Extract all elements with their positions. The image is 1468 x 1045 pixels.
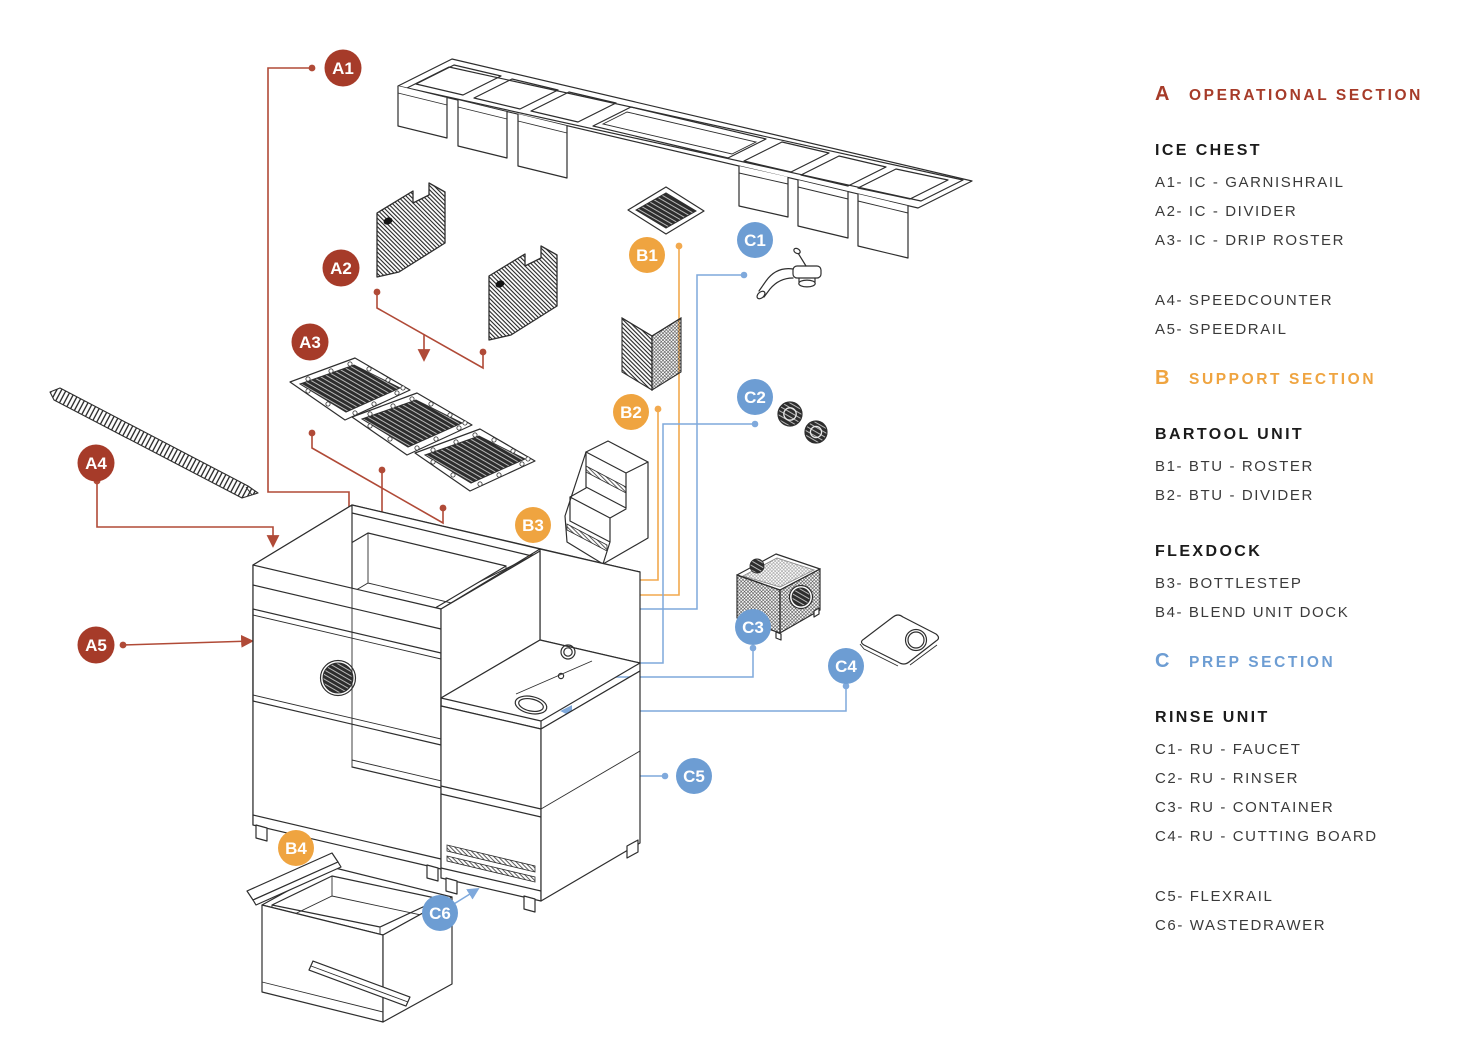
legend-item-b2: B2- BTU - DIVIDER xyxy=(1155,487,1314,504)
svg-text:A2: A2 xyxy=(330,259,352,278)
wastedrawer-drawing xyxy=(246,852,453,1023)
section-heading-a: A OPERATIONAL SECTION xyxy=(1155,84,1455,104)
badge-b1: B1 xyxy=(629,237,665,273)
badge-a4: A4 xyxy=(77,444,115,482)
legend-item-c5: C5- FLEXRAIL xyxy=(1155,888,1274,905)
badge-c6: C6 xyxy=(422,895,458,931)
svg-text:C2: C2 xyxy=(744,388,766,407)
cabinet-drawing xyxy=(252,504,641,913)
rinser-discs-drawing xyxy=(777,401,828,444)
badge-b2: B2 xyxy=(613,394,649,430)
badge-a3: A3 xyxy=(291,323,329,361)
section-letter-a: A xyxy=(1155,83,1171,105)
section-letter-c: C xyxy=(1155,650,1171,672)
section-title-a: OPERATIONAL SECTION xyxy=(1189,87,1423,104)
svg-text:A3: A3 xyxy=(299,333,321,352)
legend-group-rinse-unit: RINSE UNIT C1- RU - FAUCET C2- RU - RINS… xyxy=(1155,707,1455,851)
badge-a1: A1 xyxy=(324,49,362,87)
svg-text:C1: C1 xyxy=(744,231,766,250)
legend-item-b1: B1- BTU - ROSTER xyxy=(1155,458,1314,475)
bartool-divider-drawing xyxy=(621,317,682,391)
bartool-roster-drawing xyxy=(627,186,705,235)
legend-group-speed: A4- SPEEDCOUNTER A5- SPEEDRAIL xyxy=(1155,286,1455,344)
legend-section-support: B SUPPORT SECTION BARTOOL UNIT B1- BTU - … xyxy=(1155,368,1455,627)
garnishrail-drawing xyxy=(397,58,973,259)
legend-item-b4: B4- BLEND UNIT DOCK xyxy=(1155,604,1350,621)
section-heading-b: B SUPPORT SECTION xyxy=(1155,368,1455,388)
cutting-board-drawing xyxy=(859,614,940,667)
svg-text:B2: B2 xyxy=(620,403,642,422)
legend-item-c3: C3- RU - CONTAINER xyxy=(1155,799,1335,816)
legend-group-bartool: BARTOOL UNIT B1- BTU - ROSTER B2- BTU - … xyxy=(1155,424,1455,510)
group-title: ICE CHEST xyxy=(1155,142,1262,159)
legend-item-b3: B3- BOTTLESTEP xyxy=(1155,575,1303,592)
badge-a2: A2 xyxy=(322,249,360,287)
group-title: RINSE UNIT xyxy=(1155,709,1270,726)
legend-item-c2: C2- RU - RINSER xyxy=(1155,770,1300,787)
legend-group-flex-waste: C5- FLEXRAIL C6- WASTEDRAWER xyxy=(1155,882,1455,940)
badge-c1: C1 xyxy=(737,222,773,258)
section-letter-b: B xyxy=(1155,367,1171,389)
legend-item-a5: A5- SPEEDRAIL xyxy=(1155,321,1288,338)
svg-text:B1: B1 xyxy=(636,246,658,265)
badge-c4: C4 xyxy=(828,648,864,684)
section-heading-c: C PREP SECTION xyxy=(1155,651,1455,671)
badges: A1 A2 A3 A4 A5 B1 B2 B3 B4 C1 C2 C3 C4 C… xyxy=(77,49,864,931)
legend-item-a4: A4- SPEEDCOUNTER xyxy=(1155,292,1334,309)
legend-item-c1: C1- RU - FAUCET xyxy=(1155,741,1302,758)
badge-b4: B4 xyxy=(278,830,314,866)
badge-b3: B3 xyxy=(515,507,551,543)
svg-text:A5: A5 xyxy=(85,636,107,655)
svg-text:C6: C6 xyxy=(429,904,451,923)
legend-section-prep: C PREP SECTION RINSE UNIT C1- RU - FAUCET… xyxy=(1155,651,1455,940)
legend-item-a1: A1- IC - GARNISHRAIL xyxy=(1155,174,1345,191)
badge-a5: A5 xyxy=(77,626,115,664)
svg-text:B3: B3 xyxy=(522,516,544,535)
legend-section-operational: A OPERATIONAL SECTION ICE CHEST A1- IC - … xyxy=(1155,84,1455,344)
section-title-b: SUPPORT SECTION xyxy=(1189,371,1377,388)
svg-text:A1: A1 xyxy=(332,59,354,78)
bottlestep-drawing xyxy=(564,440,649,565)
legend-item-a3: A3- IC - DRIP ROSTER xyxy=(1155,232,1346,249)
ice-chest-dividers-drawing xyxy=(376,182,558,341)
legend-group-flexdock: FLEXDOCK B3- BOTTLESTEP B4- BLEND UNIT D… xyxy=(1155,541,1455,627)
svg-text:C5: C5 xyxy=(683,767,705,786)
svg-text:C3: C3 xyxy=(742,618,764,637)
section-title-c: PREP SECTION xyxy=(1189,654,1336,671)
legend-item-a2: A2- IC - DIVIDER xyxy=(1155,203,1298,220)
badge-c5: C5 xyxy=(676,758,712,794)
svg-text:B4: B4 xyxy=(285,839,307,858)
legend-item-c6: C6- WASTEDRAWER xyxy=(1155,917,1327,934)
svg-text:C4: C4 xyxy=(835,657,857,676)
svg-text:A4: A4 xyxy=(85,454,107,473)
legend-group-ice-chest: ICE CHEST A1- IC - GARNISHRAIL A2- IC - … xyxy=(1155,140,1455,255)
group-title: BARTOOL UNIT xyxy=(1155,426,1305,443)
group-title: FLEXDOCK xyxy=(1155,543,1263,560)
legend-panel: A OPERATIONAL SECTION ICE CHEST A1- IC - … xyxy=(1155,84,1455,964)
faucet-drawing xyxy=(756,247,822,300)
speedcounter-drawing xyxy=(49,387,259,499)
badge-c2: C2 xyxy=(737,379,773,415)
badge-c3: C3 xyxy=(735,609,771,645)
legend-item-c4: C4- RU - CUTTING BOARD xyxy=(1155,828,1378,845)
drip-rosters-drawing xyxy=(289,357,536,492)
